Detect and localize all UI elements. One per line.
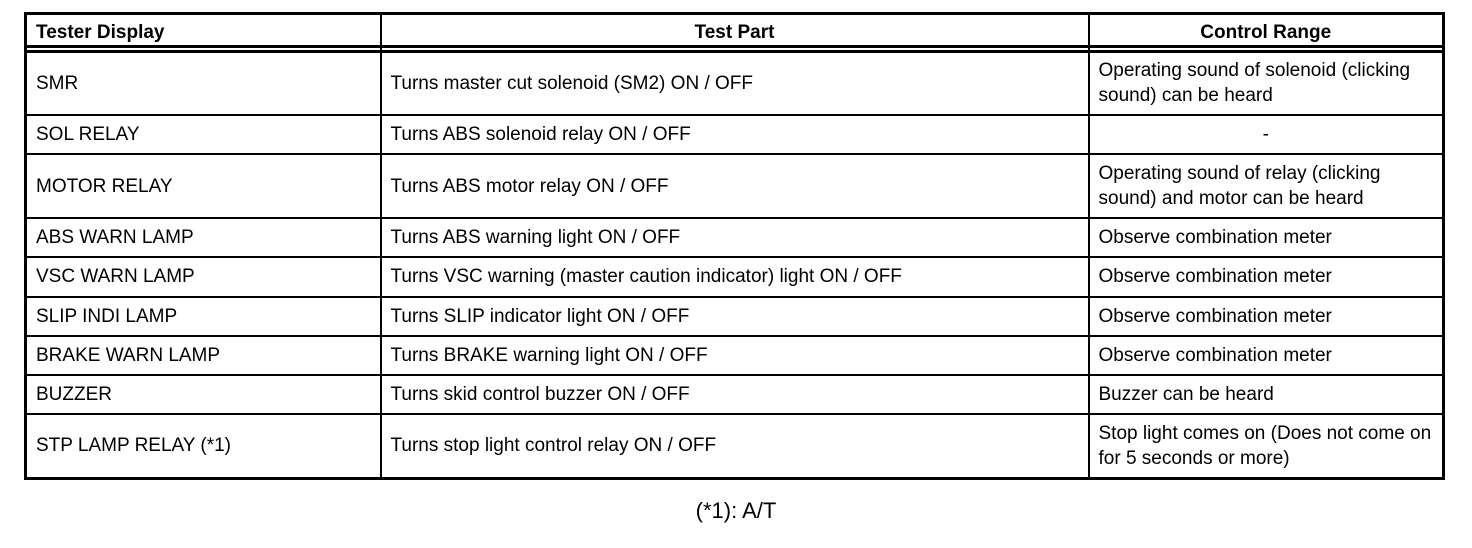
cell-control-range: Observe combination meter — [1088, 217, 1444, 258]
cell-test-part: Turns skid control buzzer ON / OFF — [380, 373, 1090, 414]
table-row: SOL RELAY Turns ABS solenoid relay ON / … — [25, 114, 1444, 155]
cell-tester-display: BUZZER — [25, 373, 382, 414]
cell-tester-display: ABS WARN LAMP — [25, 217, 382, 258]
cell-control-range: Buzzer can be heard — [1088, 373, 1444, 414]
cell-control-range: Stop light comes on (Does not come on fo… — [1088, 412, 1444, 479]
cell-test-part: Turns stop light control relay ON / OFF — [380, 412, 1090, 479]
cell-control-range: - — [1088, 114, 1444, 155]
cell-tester-display: VSC WARN LAMP — [25, 256, 382, 297]
cell-tester-display: SOL RELAY — [25, 114, 382, 155]
header-rule-line-top — [24, 45, 1442, 48]
cell-tester-display: STP LAMP RELAY (*1) — [25, 412, 382, 479]
cell-test-part: Turns ABS motor relay ON / OFF — [380, 153, 1090, 219]
table-row: MOTOR RELAY Turns ABS motor relay ON / O… — [25, 153, 1444, 219]
cell-control-range: Operating sound of solenoid (clicking so… — [1098, 60, 1411, 107]
cell-test-part: Turns VSC warning (master caution indica… — [380, 256, 1090, 297]
table-row: VSC WARN LAMP Turns VSC warning (master … — [25, 256, 1444, 297]
footnote: (*1): A/T — [695, 498, 777, 523]
header-double-rule — [24, 45, 1442, 53]
column-header-control-range: Control Range — [1200, 22, 1332, 43]
table-body: SMR Turns master cut solenoid (SM2) ON /… — [25, 52, 1444, 479]
cell-tester-display: MOTOR RELAY — [25, 153, 382, 219]
cell-control-range: Observe combination meter — [1088, 256, 1444, 297]
cell-tester-display: SLIP INDI LAMP — [25, 295, 382, 336]
header-rule-line-bottom — [24, 50, 1442, 53]
cell-test-part: Turns ABS warning light ON / OFF — [380, 217, 1090, 258]
cell-control-range: Operating sound of relay (clicking sound… — [1088, 153, 1444, 219]
cell-control-range: Observe combination meter — [1088, 295, 1444, 336]
cell-test-part: Turns ABS solenoid relay ON / OFF — [380, 114, 1090, 155]
cell-control-range: Observe combination meter — [1088, 334, 1444, 375]
active-test-table: Tester Display Test Part Control Range S… — [24, 12, 1445, 480]
table-row: SLIP INDI LAMP Turns SLIP indicator ligh… — [25, 295, 1444, 336]
table-row: BRAKE WARN LAMP Turns BRAKE warning ligh… — [25, 334, 1444, 375]
table-row: ABS WARN LAMP Turns ABS warning light ON… — [25, 217, 1444, 258]
cell-test-part: Turns master cut solenoid (SM2) ON / OFF — [380, 52, 1090, 116]
cell-tester-display: SMR — [25, 52, 382, 116]
cell-test-part: Turns SLIP indicator light ON / OFF — [380, 295, 1090, 336]
table-row: BUZZER Turns skid control buzzer ON / OF… — [25, 373, 1444, 414]
cell-tester-display: BRAKE WARN LAMP — [25, 334, 382, 375]
cell-test-part: Turns BRAKE warning light ON / OFF — [380, 334, 1090, 375]
table-row: STP LAMP RELAY (*1) Turns stop light con… — [25, 412, 1444, 479]
table-row: SMR Turns master cut solenoid (SM2) ON /… — [25, 52, 1444, 116]
active-test-table-container: Tester Display Test Part Control Range S… — [24, 12, 1445, 480]
